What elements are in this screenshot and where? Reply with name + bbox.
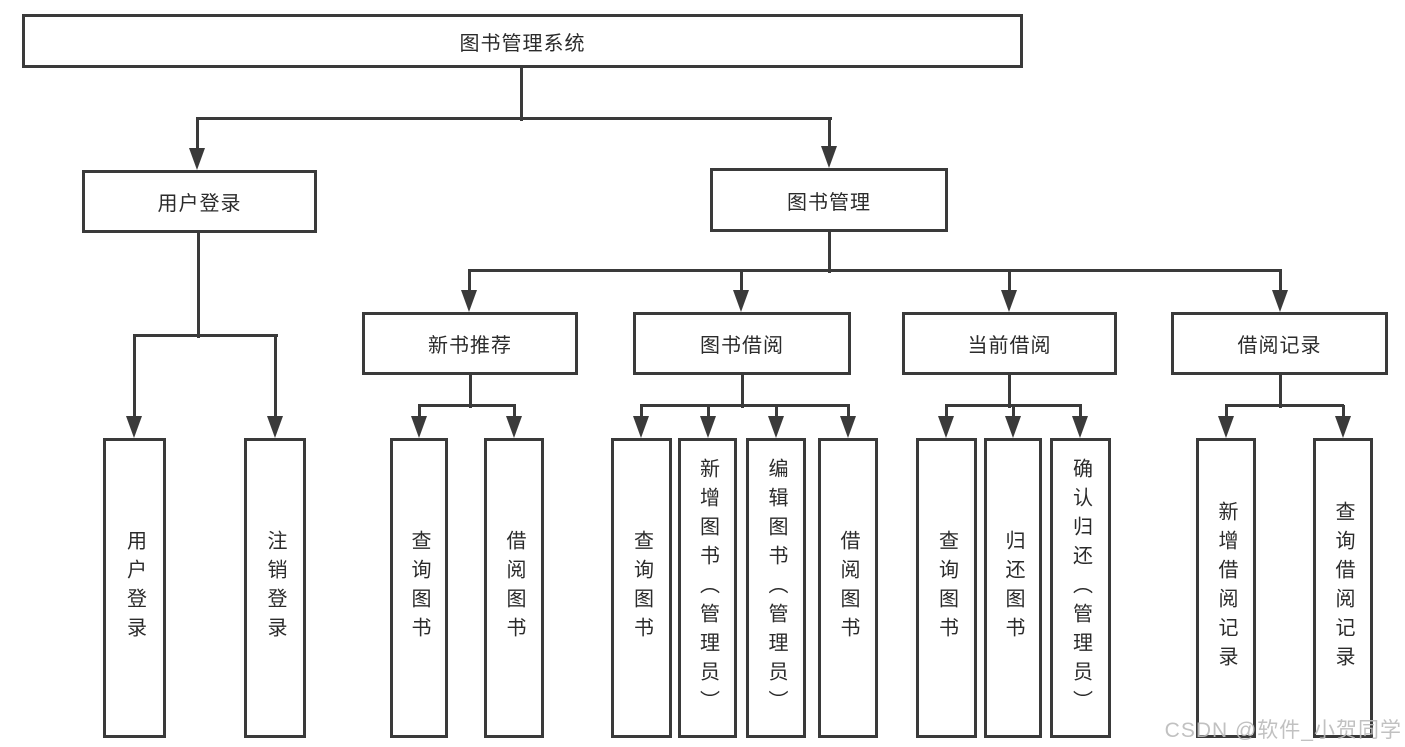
connector-line	[846, 405, 850, 417]
arrowhead-down-icon	[126, 416, 142, 438]
arrowhead-down-icon	[189, 148, 205, 170]
arrowhead-down-icon	[700, 416, 716, 438]
node-label: 当前借阅	[967, 335, 1052, 357]
node-label: 图书借阅	[700, 335, 784, 357]
leaf-add-book-admin: 新增图书（管理员）	[678, 438, 737, 738]
node-label: 图书管理系统	[459, 32, 586, 55]
leaf-return-books: 归还图书	[984, 438, 1042, 738]
arrowhead-down-icon	[938, 416, 954, 438]
arrowhead-down-icon	[1272, 290, 1288, 312]
leaf-confirm-return-admin: 确认归还（管理员）	[1050, 438, 1111, 738]
leaf-label: 查询借阅记录	[1332, 501, 1354, 675]
leaf-query-books-borrowing: 查询图书	[611, 438, 672, 738]
connector-line	[640, 403, 850, 407]
leaf-label: 查询图书	[935, 530, 958, 646]
connector-line	[418, 403, 516, 407]
node-borrowing-records: 借阅记录	[1171, 312, 1388, 375]
connector-line	[1078, 405, 1082, 417]
arrowhead-down-icon	[840, 416, 856, 438]
node-label: 新书推荐	[428, 335, 512, 357]
arrowhead-down-icon	[1218, 416, 1234, 438]
leaf-borrow-books: 借阅图书	[818, 438, 878, 738]
leaf-add-borrow-record: 新增借阅记录	[1196, 438, 1256, 738]
arrowhead-down-icon	[768, 416, 784, 438]
node-current-borrowing: 当前借阅	[902, 312, 1117, 375]
connector-line	[1007, 270, 1011, 292]
connector-line	[1225, 403, 1344, 407]
connector-line	[774, 405, 778, 417]
connector-line	[706, 405, 710, 417]
leaf-label: 新增借阅记录	[1215, 501, 1237, 675]
connector-line	[944, 405, 948, 417]
connector-line	[827, 232, 831, 273]
leaf-query-books-current: 查询图书	[916, 438, 977, 738]
node-label: 用户登录	[157, 193, 242, 215]
connector-line	[739, 270, 743, 292]
leaf-borrow-books-recommend: 借阅图书	[484, 438, 544, 738]
node-label: 图书管理	[787, 191, 871, 214]
connector-line	[1278, 270, 1282, 292]
connector-line	[512, 405, 516, 417]
arrowhead-down-icon	[267, 416, 283, 438]
arrowhead-down-icon	[633, 416, 649, 438]
leaf-label: 编辑图书（管理员）	[765, 457, 787, 719]
leaf-label: 注销登录	[264, 530, 286, 646]
node-user-login: 用户登录	[82, 170, 317, 233]
leaf-logout: 注销登录	[244, 438, 306, 738]
node-book-borrowing: 图书借阅	[633, 312, 851, 375]
leaf-label: 新增图书（管理员）	[696, 457, 719, 719]
connector-line	[1278, 375, 1282, 408]
connector-line	[740, 375, 744, 408]
arrowhead-down-icon	[411, 416, 427, 438]
arrowhead-down-icon	[821, 146, 837, 168]
connector-line	[195, 118, 199, 150]
leaf-label: 借阅图书	[837, 530, 859, 646]
leaf-label: 归还图书	[1002, 530, 1024, 646]
arrowhead-down-icon	[733, 290, 749, 312]
leaf-query-borrow-record: 查询借阅记录	[1313, 438, 1373, 738]
leaf-label: 查询图书	[408, 530, 430, 646]
connector-line	[1011, 405, 1015, 417]
node-book-management: 图书管理	[710, 168, 948, 232]
connector-line	[827, 118, 831, 148]
leaf-label: 借阅图书	[503, 530, 525, 646]
connector-line	[519, 68, 523, 121]
connector-line	[133, 333, 278, 337]
leaf-label: 确认归还（管理员）	[1069, 457, 1092, 719]
node-library-system: 图书管理系统	[22, 14, 1023, 68]
connector-line	[273, 335, 277, 418]
leaf-label: 查询图书	[630, 530, 653, 646]
connector-line	[1224, 405, 1228, 417]
arrowhead-down-icon	[506, 416, 522, 438]
arrowhead-down-icon	[461, 290, 477, 312]
connector-line	[196, 233, 200, 338]
connector-line	[468, 375, 472, 408]
node-label: 借阅记录	[1237, 335, 1322, 357]
connector-line	[639, 405, 643, 417]
arrowhead-down-icon	[1335, 416, 1351, 438]
connector-line	[468, 268, 1282, 272]
node-new-book-recommendation: 新书推荐	[362, 312, 578, 375]
connector-line	[467, 270, 471, 292]
leaf-query-books-recommend: 查询图书	[390, 438, 448, 738]
arrowhead-down-icon	[1072, 416, 1088, 438]
connector-line	[1007, 375, 1011, 408]
leaf-user-login: 用户登录	[103, 438, 166, 738]
leaf-label: 用户登录	[123, 530, 146, 646]
connector-line	[132, 335, 136, 418]
arrowhead-down-icon	[1001, 290, 1017, 312]
arrowhead-down-icon	[1005, 416, 1021, 438]
watermark: CSDN @软件_小贺同学	[1164, 719, 1402, 742]
leaf-edit-book-admin: 编辑图书（管理员）	[746, 438, 806, 738]
connector-line	[1341, 405, 1345, 417]
connector-line	[196, 116, 832, 120]
connector-line	[417, 405, 421, 417]
